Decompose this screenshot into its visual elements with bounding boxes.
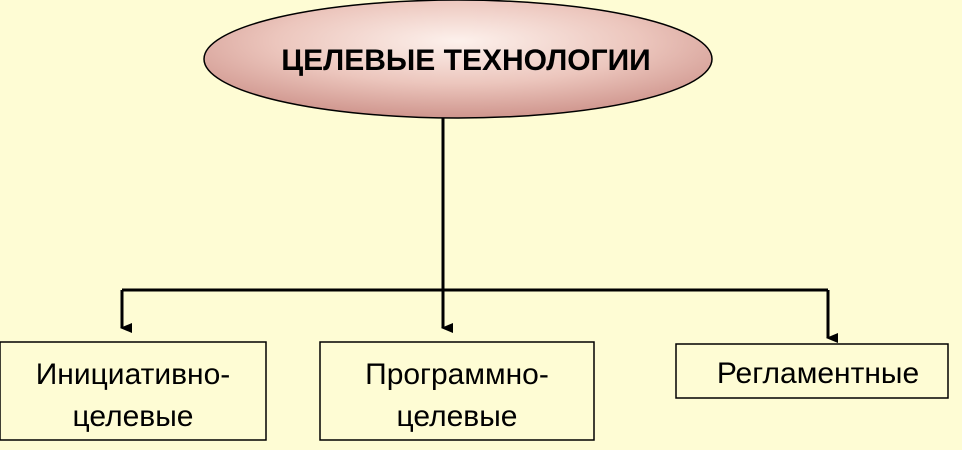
node-initiative-label-line1: Инициативно- [36,358,231,391]
connectors [120,118,838,343]
node-regulatory: Регламентные [675,343,949,399]
root-ellipse [203,0,713,119]
node-initiative-box [0,341,267,441]
node-initiative-label-line2: целевые [73,400,194,433]
node-program-label-line1: Программно- [365,358,549,391]
node-regulatory-box [675,343,949,399]
node-initiative: Инициативно- целевые [0,341,267,441]
node-regulatory-label: Регламентные [717,357,919,390]
node-program-label-line2: целевые [397,400,518,433]
root-node: ЦЕЛЕВЫЕ ТЕХНОЛОГИИ [203,0,713,119]
node-program: Программно- целевые [319,341,595,441]
node-program-box [319,341,595,441]
root-label: ЦЕЛЕВЫЕ ТЕХНОЛОГИИ [281,44,650,77]
